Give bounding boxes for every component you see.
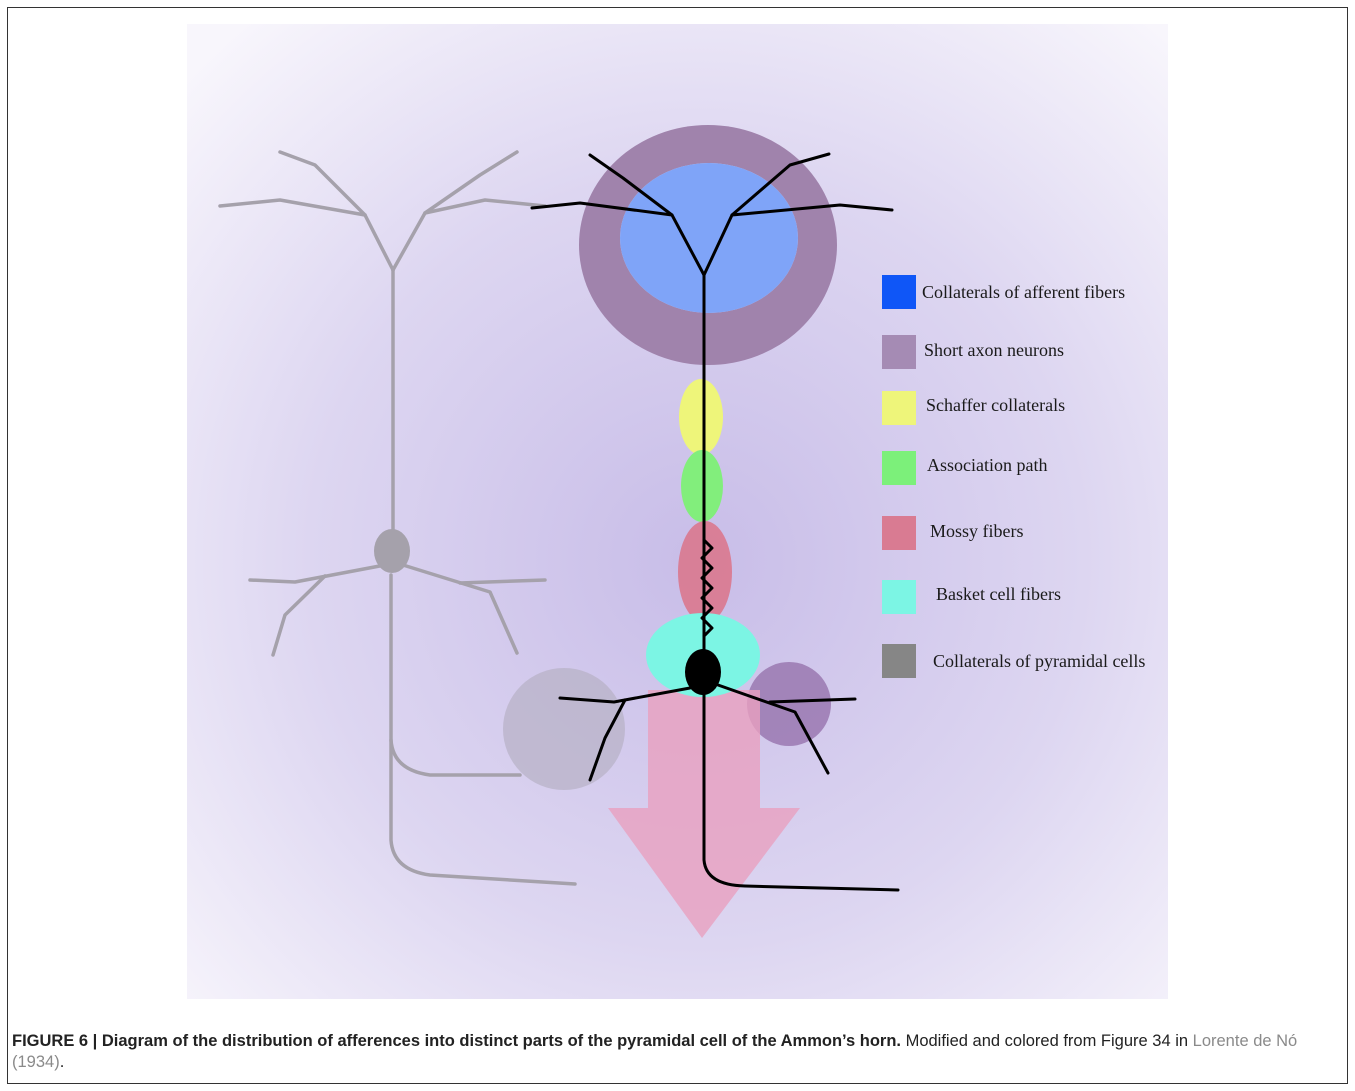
association-path-zone — [681, 450, 723, 522]
legend-swatch — [882, 335, 916, 369]
diagram-panel: Collaterals of afferent fibers Short axo… — [187, 24, 1168, 999]
legend-swatch — [882, 644, 916, 678]
legend-label: Schaffer collaterals — [926, 395, 1065, 415]
afferent-fibers-disc — [620, 163, 798, 313]
legend-swatch — [882, 516, 916, 550]
figure-title: FIGURE 6 | Diagram of the distribution o… — [12, 1032, 901, 1050]
legend-swatch — [882, 580, 916, 614]
legend-label: Short axon neurons — [924, 340, 1064, 360]
legend-swatch — [882, 451, 916, 485]
legend-label: Collaterals of afferent fibers — [922, 282, 1125, 302]
figure-description-end: . — [60, 1053, 65, 1071]
collaterals-pyramidal-circle — [503, 668, 625, 790]
schaffer-collaterals-zone — [679, 379, 723, 455]
legend-label: Collaterals of pyramidal cells — [933, 651, 1145, 671]
legend-swatch — [882, 391, 916, 425]
legend-label: Association path — [927, 455, 1047, 475]
legend-label: Basket cell fibers — [936, 584, 1061, 604]
legend-swatch — [882, 275, 916, 309]
legend-label: Mossy fibers — [930, 521, 1024, 541]
figure-caption: FIGURE 6 | Diagram of the distribution o… — [12, 1031, 1342, 1073]
figure-description: Modified and colored from Figure 34 in — [901, 1032, 1193, 1050]
